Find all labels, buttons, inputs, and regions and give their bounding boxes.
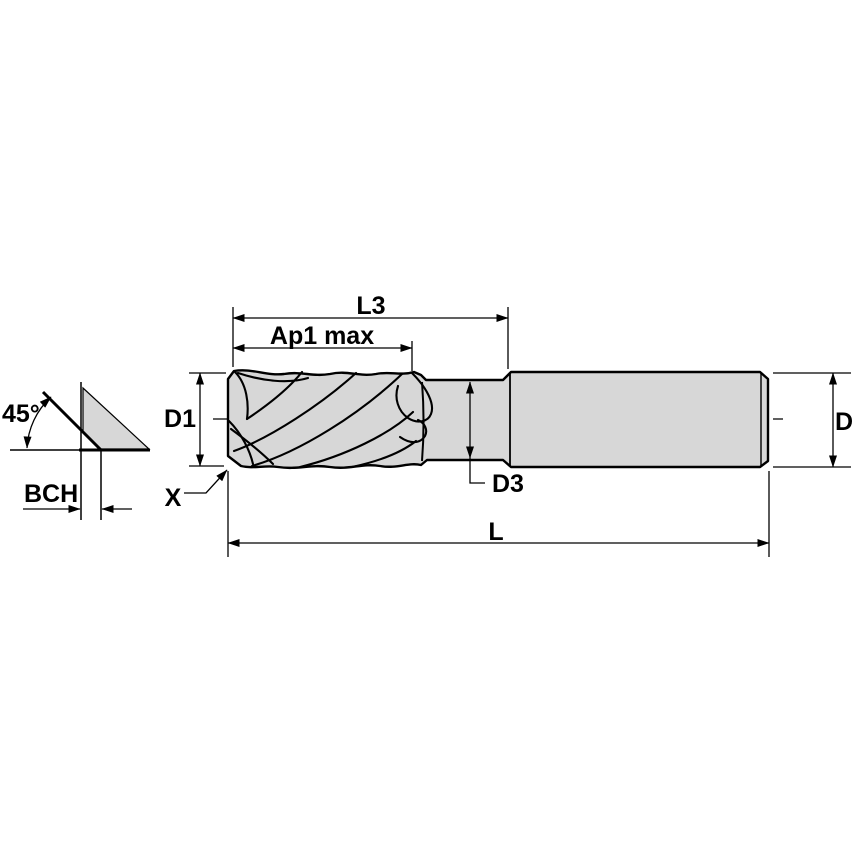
dimension-lines <box>184 307 851 557</box>
dimension-labels: 45° BCH X D1 L3 Ap1 max D3 D L <box>2 292 853 546</box>
x-callout-leader <box>184 469 228 494</box>
d3-leader <box>469 458 485 484</box>
neck-diameter-label: D3 <box>492 470 524 498</box>
end-mill-main-view <box>184 307 851 557</box>
length-to-shoulder-label: L3 <box>356 292 385 320</box>
chamfer-angle-label: 45° <box>2 400 40 428</box>
corner-callout-label: X <box>165 484 182 512</box>
flute-end-curl-lower <box>398 418 428 444</box>
shank-diameter-label: D <box>835 408 853 436</box>
tool-body-outline <box>226 369 770 470</box>
angle-arc <box>23 396 52 449</box>
flute-spiral-edges <box>227 370 433 469</box>
cutting-diameter-label: D1 <box>164 405 196 433</box>
detail-chamfer-line <box>41 390 103 452</box>
flute-length-label: Ap1 max <box>270 322 374 350</box>
chamfer-detail-view <box>10 382 151 520</box>
overall-length-label: L <box>488 518 503 546</box>
chamfer-width-label: BCH <box>24 480 78 508</box>
